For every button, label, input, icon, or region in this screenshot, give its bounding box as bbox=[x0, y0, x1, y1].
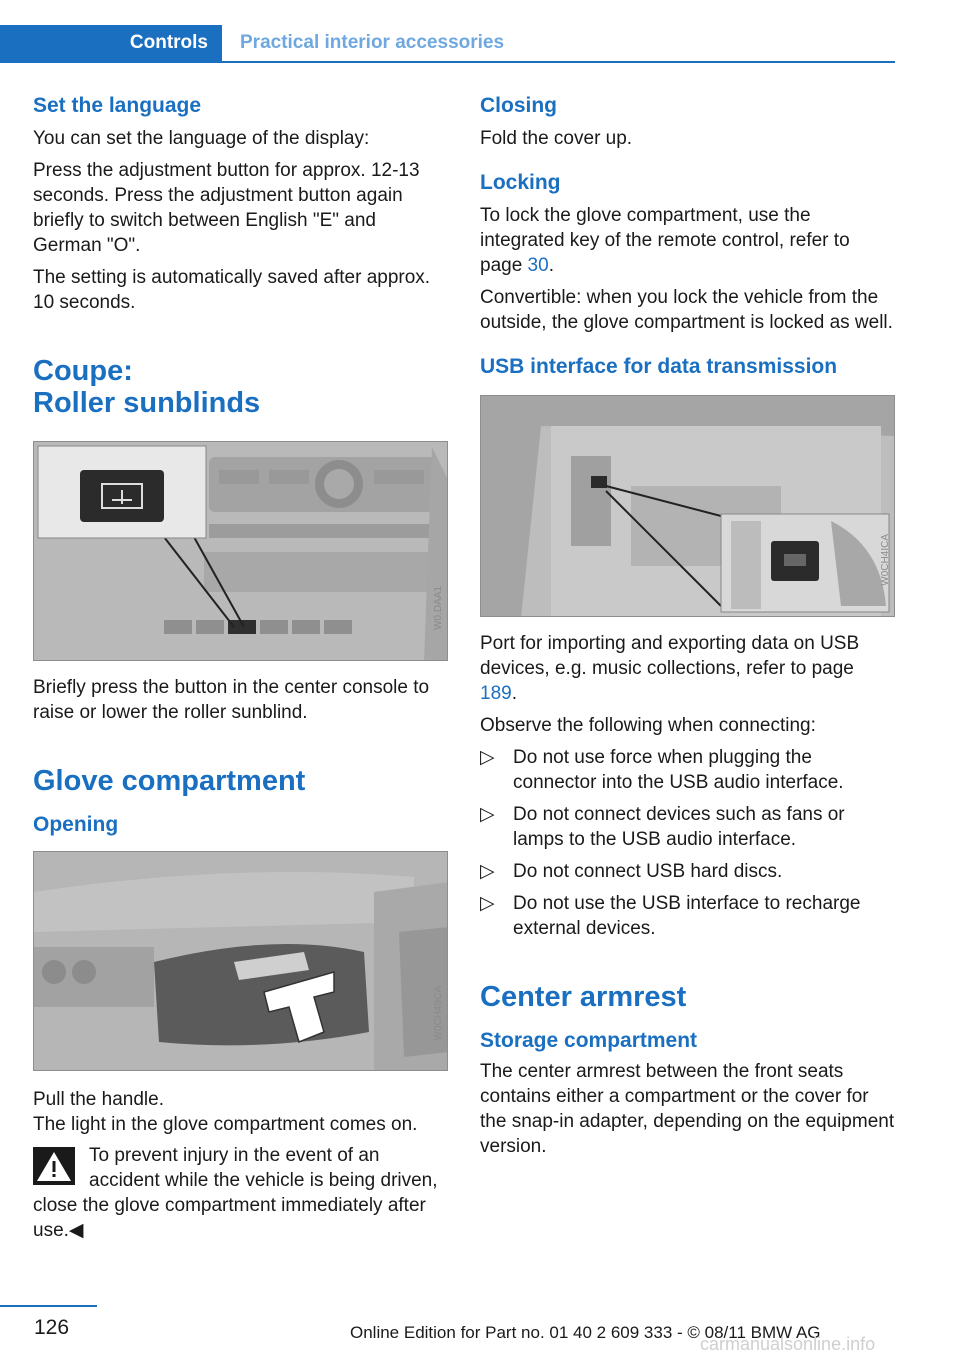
usb-heading: USB interface for data transmission bbox=[480, 355, 838, 378]
bullet-arrow-icon: ▷ bbox=[480, 861, 495, 882]
locking-heading: Locking bbox=[480, 171, 561, 194]
glove-compartment-heading: Glove compartment bbox=[33, 765, 306, 797]
list-item-text: Do not use the USB interface to recharge… bbox=[513, 893, 861, 939]
list-item: ▷ Do not use force when plugging the conn… bbox=[480, 745, 895, 795]
warning-note: To prevent injury in the event of an acc… bbox=[33, 1143, 448, 1243]
warning-text: To prevent injury in the event of an acc… bbox=[33, 1145, 438, 1241]
usb-paragraph-1: Port for importing and exporting data on… bbox=[480, 631, 895, 706]
locking-text: To lock the glove compartment, use the i… bbox=[480, 205, 850, 276]
language-paragraph-2: Press the adjustment button for approx. … bbox=[33, 160, 420, 256]
center-armrest-heading: Center armrest bbox=[480, 981, 687, 1013]
list-item-text: Do not connect devices such as fans or l… bbox=[513, 804, 845, 850]
right-column: Closing Fold the cover up. Locking To lo… bbox=[480, 92, 895, 1166]
set-language-heading: Set the language bbox=[33, 94, 202, 117]
glove-compartment-figure: W0CH49CA bbox=[33, 851, 448, 1071]
page-link-189[interactable]: 189 bbox=[480, 683, 512, 704]
bullet-arrow-icon: ▷ bbox=[480, 804, 495, 825]
locking-paragraph-1: To lock the glove compartment, use the i… bbox=[480, 203, 895, 278]
section-title: Practical interior accessories bbox=[240, 32, 505, 53]
figure-code: W0CH4ICA bbox=[880, 534, 891, 586]
usb-bullet-list: ▷ Do not use force when plugging the conn… bbox=[480, 745, 895, 941]
closing-paragraph: Fold the cover up. bbox=[480, 128, 633, 149]
chapter-tab[interactable]: Controls bbox=[0, 25, 222, 61]
language-paragraph-3: The setting is automatically saved after… bbox=[33, 267, 431, 313]
list-item: ▷ Do not connect devices such as fans or … bbox=[480, 802, 895, 852]
edition-text: Online Edition for Part no. 01 40 2 609 … bbox=[350, 1323, 821, 1342]
closing-heading: Closing bbox=[480, 94, 557, 117]
warning-triangle-icon bbox=[33, 1147, 75, 1185]
sunblind-paragraph: Briefly press the button in the center c… bbox=[33, 677, 430, 723]
list-item: ▷ Do not connect USB hard discs. bbox=[480, 859, 895, 884]
page-link-30[interactable]: 30 bbox=[527, 255, 549, 276]
coupe-heading: Coupe: bbox=[33, 355, 133, 387]
bullet-arrow-icon: ▷ bbox=[480, 893, 495, 914]
locking-period: . bbox=[548, 255, 554, 276]
footer-rule bbox=[0, 1305, 97, 1307]
page-header: Controls Practical interior accessories bbox=[0, 25, 895, 63]
storage-compartment-heading: Storage compartment bbox=[480, 1029, 698, 1052]
page-number: 126 bbox=[34, 1316, 70, 1339]
figure-code: W0CH49CA bbox=[433, 985, 444, 1040]
figure-code: W0.DAA1 bbox=[433, 586, 444, 630]
bullet-arrow-icon: ▷ bbox=[480, 747, 495, 768]
list-item-text: Do not connect USB hard discs. bbox=[513, 861, 783, 882]
storage-paragraph: The center armrest between the front sea… bbox=[480, 1061, 895, 1157]
center-console-illustration bbox=[34, 442, 447, 660]
sunblind-button-figure: W0.DAA1 bbox=[33, 441, 448, 661]
usb-port-illustration bbox=[481, 396, 894, 616]
pull-handle-text: Pull the handle. bbox=[33, 1089, 164, 1110]
language-paragraph-1: You can set the language of the display: bbox=[33, 128, 370, 149]
usb-period: . bbox=[511, 683, 517, 704]
list-item: ▷ Do not use the USB interface to recharg… bbox=[480, 891, 895, 941]
usb-text: Port for importing and exporting data on… bbox=[480, 633, 860, 679]
light-on-text: The light in the glove compartment comes… bbox=[33, 1114, 418, 1135]
locking-paragraph-2: Convertible: when you lock the vehicle f… bbox=[480, 287, 893, 333]
glove-compartment-illustration bbox=[34, 852, 447, 1070]
end-mark-icon: ◀ bbox=[68, 1220, 84, 1241]
list-item-text: Do not use force when plugging the conne… bbox=[513, 747, 844, 793]
usb-paragraph-2: Observe the following when connecting: bbox=[480, 715, 816, 736]
usb-interface-figure: W0CH4ICA bbox=[480, 395, 895, 617]
roller-sunblinds-heading: Roller sunblinds bbox=[33, 387, 261, 419]
watermark: carmanualsonline.info bbox=[700, 1334, 876, 1354]
left-column: Set the language You can set the languag… bbox=[33, 92, 448, 1243]
opening-heading: Opening bbox=[33, 813, 119, 836]
